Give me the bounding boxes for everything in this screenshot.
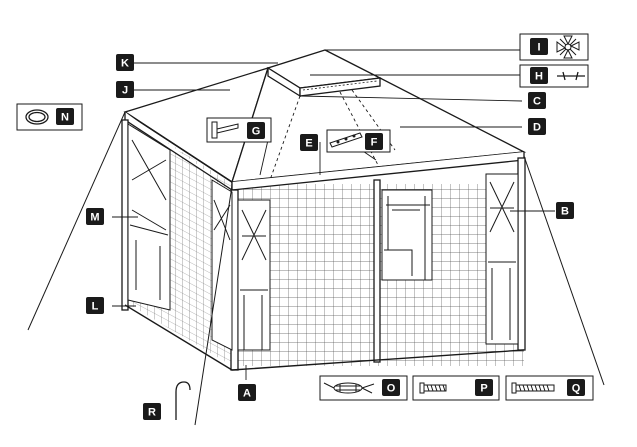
front-right-post: [517, 157, 526, 351]
label-a-text: A: [243, 388, 251, 400]
label-o-text: O: [387, 383, 396, 395]
curtain-side-back: [127, 123, 171, 311]
label-d-text: D: [533, 122, 541, 134]
label-c-text: C: [533, 96, 541, 108]
label-h-badge: [530, 67, 548, 84]
label-o-badge: [382, 379, 400, 396]
label-r: R: [143, 403, 161, 420]
label-p: P: [475, 379, 493, 396]
ring-icon: [25, 109, 49, 125]
top-bar-icon: [557, 71, 585, 81]
connector-plate-icon: [329, 132, 363, 148]
label-m-badge: [86, 208, 104, 225]
label-l-text: L: [92, 301, 99, 313]
guy-rope-right: [523, 155, 605, 386]
spider-hub-icon: [556, 35, 580, 59]
label-o: O: [382, 379, 400, 396]
label-d-badge: [528, 118, 546, 135]
label-h-text: H: [535, 71, 543, 83]
label-l-badge: [86, 297, 104, 314]
label-k-badge: [116, 54, 134, 71]
label-k-text: K: [121, 58, 129, 70]
label-f-text: F: [371, 137, 378, 149]
rope-bundle-icon: [323, 382, 375, 394]
label-h: H: [530, 67, 548, 84]
label-j: J: [116, 81, 134, 98]
long-screw-icon: [511, 382, 555, 394]
center-post: [373, 179, 381, 363]
label-p-badge: [475, 379, 493, 396]
label-m: M: [86, 208, 104, 225]
label-l: L: [86, 297, 104, 314]
curtain-front-right: [485, 173, 519, 345]
curtain-front-center: [381, 189, 433, 281]
label-f: F: [365, 133, 383, 150]
curtain-side-front: [211, 179, 233, 351]
label-i-text: I: [537, 42, 540, 54]
leader-lines: [112, 49, 555, 380]
label-i: I: [530, 38, 548, 55]
label-n-badge: [56, 108, 74, 125]
label-q: Q: [567, 379, 585, 396]
label-m-text: M: [90, 212, 99, 224]
label-r-badge: [143, 403, 161, 420]
label-c: C: [528, 92, 546, 109]
part-labels: K J N G E F I H C D M L B A R O P Q: [56, 38, 585, 420]
label-f-badge: [365, 133, 383, 150]
label-b-badge: [556, 202, 574, 219]
label-c-badge: [528, 92, 546, 109]
corner-bracket-icon: [211, 121, 239, 139]
label-j-badge: [116, 81, 134, 98]
label-d: D: [528, 118, 546, 135]
label-r-text: R: [148, 407, 156, 419]
label-e: E: [300, 134, 318, 151]
label-q-text: Q: [572, 383, 581, 395]
short-bolt-icon: [419, 382, 447, 394]
label-q-badge: [567, 379, 585, 396]
label-n: N: [56, 108, 74, 125]
label-g-badge: [247, 122, 265, 139]
label-i-badge: [530, 38, 548, 55]
label-k: K: [116, 54, 134, 71]
label-g: G: [247, 122, 265, 139]
label-e-text: E: [305, 138, 312, 150]
label-b: B: [556, 202, 574, 219]
stake-icon: [175, 381, 191, 420]
curtain-front-left: [237, 199, 271, 351]
guy-rope-left: [27, 111, 126, 331]
label-a-badge: [238, 384, 256, 401]
back-left-post: [121, 119, 129, 311]
label-a: A: [238, 384, 256, 401]
label-n-text: N: [61, 112, 69, 124]
label-p-text: P: [480, 383, 487, 395]
label-j-text: J: [122, 85, 128, 97]
label-e-badge: [300, 134, 318, 151]
gazebo: [27, 49, 605, 426]
guy-rope-front: [194, 185, 233, 426]
label-g-text: G: [252, 126, 261, 138]
label-b-text: B: [561, 206, 569, 218]
